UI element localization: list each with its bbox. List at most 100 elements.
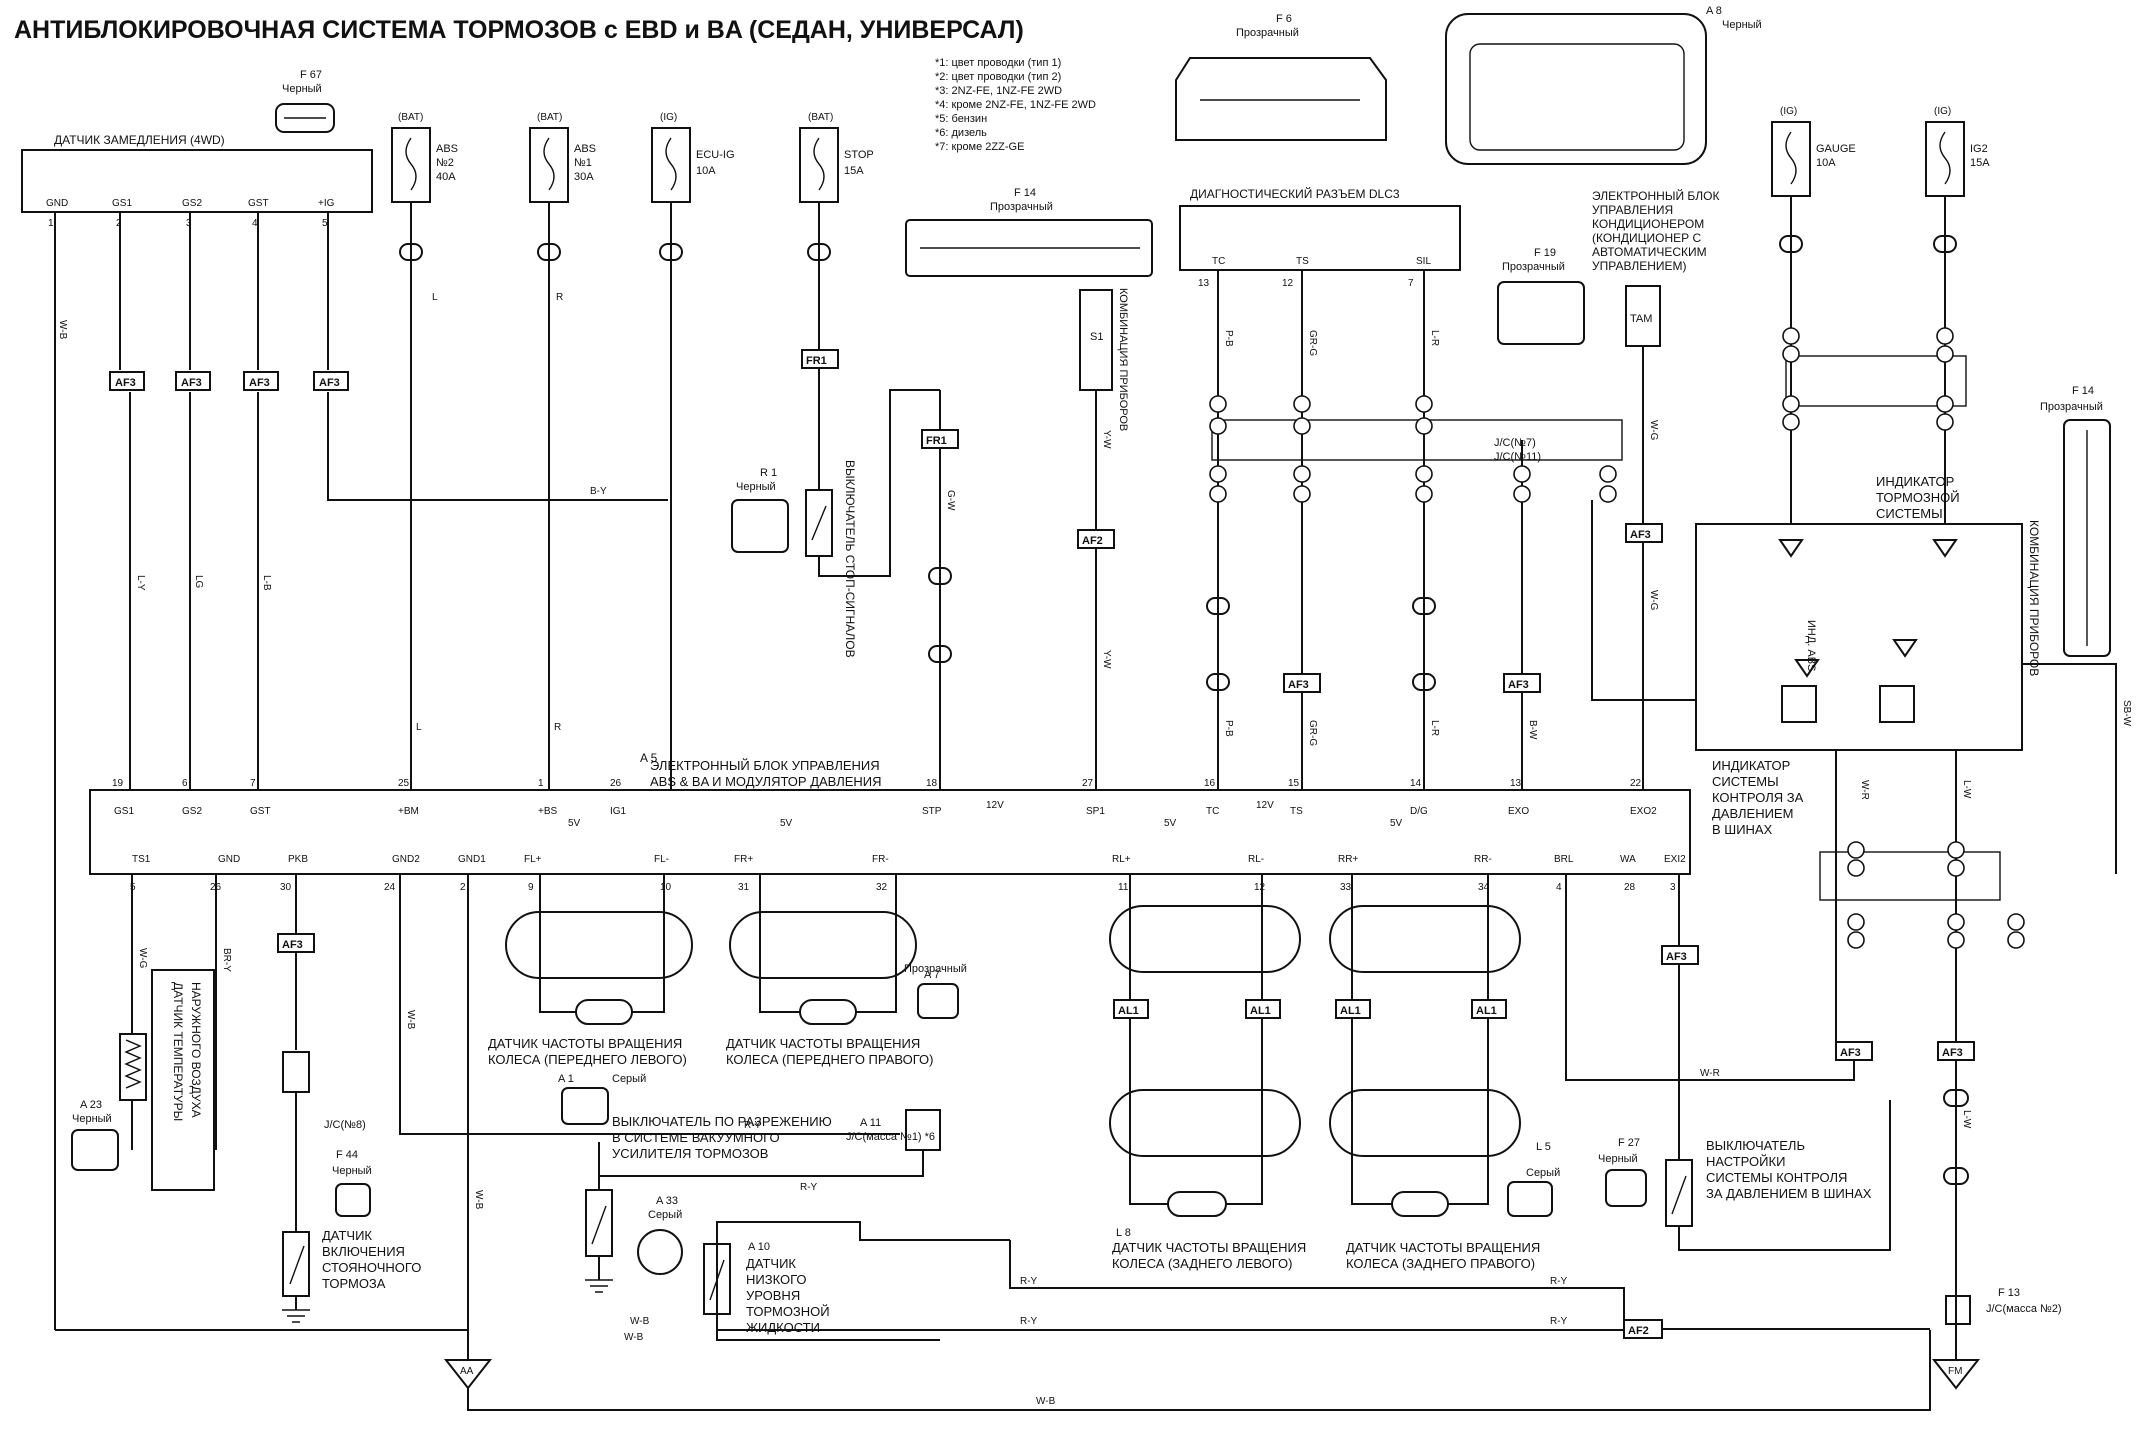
ecu-pin: RL- — [1248, 854, 1264, 865]
tam-pin: TAM — [1630, 313, 1652, 325]
fuse-name: ABS — [436, 143, 458, 155]
abs-led-icon — [1794, 659, 1820, 678]
fluid-label: ДАТЧИК — [746, 1256, 796, 1271]
parking-label: ТОРМОЗА — [322, 1276, 386, 1291]
fuse-line2: №1 — [574, 157, 592, 169]
fuse-name: STOP — [844, 149, 874, 161]
ecu-pin-num: 12 — [1254, 882, 1266, 893]
tire-indicator-label: КОНТРОЛЯ ЗА — [1712, 790, 1804, 805]
fuse-rating: 10A — [1816, 157, 1836, 169]
af3-label: AF3 — [115, 377, 136, 389]
vacuum-switch: ВЫКЛЮЧАТЕЛЬ ПО РАЗРЕЖЕНИЮ В СИСТЕМЕ ВАКУ… — [585, 1114, 832, 1293]
ecu-pin-num: 34 — [1478, 882, 1490, 893]
af3-label: AF3 — [282, 939, 303, 951]
fuse-ecu-ig: (IG) ECU-IG 10A — [651, 112, 735, 790]
tire-switch-label: ЗА ДАВЛЕНИЕМ В ШИНАХ — [1706, 1186, 1872, 1201]
fr1-label: FR1 — [806, 355, 827, 367]
fuse-rating: 30A — [574, 171, 594, 183]
rl-sensor-label: ДАТЧИК ЧАСТОТЫ ВРАЩЕНИЯ — [1112, 1240, 1306, 1255]
tire-indicator-label: В ШИНАХ — [1712, 822, 1773, 837]
ecu-pin: BRL — [1554, 854, 1574, 865]
brake-indicator-label: СИСТЕМЫ — [1876, 506, 1943, 521]
tire-indicator-label: СИСТЕМЫ — [1712, 774, 1779, 789]
ecu-pin-num: 6 — [182, 778, 188, 789]
ecu-pin: GND1 — [458, 854, 486, 865]
f19-id: F 19 — [1534, 247, 1556, 259]
ecu-pin-num: 28 — [1624, 882, 1636, 893]
fuse-rating: 15A — [1970, 157, 1990, 169]
ecu-pin-num: 1 — [538, 778, 544, 789]
note-7: *7: кроме 2ZZ-GE — [935, 141, 1024, 153]
ac-ecu-label: АВТОМАТИЧЕСКИМ — [1592, 245, 1707, 259]
dlc3-label: ДИАГНОСТИЧЕСКИЙ РАЗЪЕМ DLC3 — [1190, 186, 1400, 201]
fuse-line2: №2 — [436, 157, 454, 169]
fuse-supply: (BAT) — [398, 112, 423, 123]
ecu-pin-num: 24 — [384, 882, 396, 893]
decel-connector-icon — [275, 103, 335, 133]
wire-label: W-B — [1036, 1396, 1056, 1407]
decel-pin-gnd: GND — [46, 198, 68, 209]
wire-label: L — [416, 722, 422, 733]
wire-label: L-R — [1429, 720, 1440, 736]
stop-switch-label: ВЫКЛЮЧАТЕЛЬ СТОП-СИГНАЛОВ — [843, 460, 857, 658]
af3-label: AF3 — [319, 377, 340, 389]
wire-label: GR-G — [1307, 330, 1318, 356]
rl-conn-id: L 8 — [1116, 1227, 1131, 1239]
wire-label: R-Y — [744, 1120, 762, 1131]
decel-pin-ig: +IG — [318, 198, 335, 209]
ecu-pin-num: 26 — [610, 778, 622, 789]
dlc3-pin: TS — [1296, 256, 1309, 267]
combo-meter-s1: S1 КОМБИНАЦИЯ ПРИБОРОВ AF2 Y-W Y-W — [1077, 288, 1129, 790]
f14-color: Прозрачный — [990, 201, 1053, 213]
rr-sensor-label: КОЛЕСА (ЗАДНЕГО ПРАВОГО) — [1346, 1256, 1535, 1271]
fr-sensor-label: КОЛЕСА (ПЕРЕДНЕГО ПРАВОГО) — [726, 1052, 933, 1067]
wire-label: W-B — [57, 320, 68, 340]
rl-sensor-label: КОЛЕСА (ЗАДНЕГО ЛЕВОГО) — [1112, 1256, 1292, 1271]
temp-conn-id: A 23 — [80, 1099, 102, 1111]
fuse-supply: (BAT) — [808, 112, 833, 123]
af3-label: AF3 — [1508, 679, 1529, 691]
af3-label: AF3 — [249, 377, 270, 389]
wire-label: R-Y — [1020, 1276, 1038, 1287]
note-4: *4: кроме 2NZ-FE, 1NZ-FE 2WD — [935, 99, 1096, 111]
wire-label: W-G — [1648, 590, 1659, 611]
decel-conn-color: Черный — [282, 83, 322, 95]
wire-label: B-Y — [590, 486, 607, 497]
wire-label: L-B — [261, 575, 272, 591]
rr-connector-icon — [1507, 1181, 1553, 1217]
fuse-ig2: (IG) IG2 15A — [1925, 106, 1990, 197]
ecu-pin: TS — [1290, 806, 1303, 817]
wire-label: R — [556, 292, 563, 303]
ecu-pin: FR- — [872, 854, 889, 865]
wire-label: R-Y — [1020, 1316, 1038, 1327]
wire-label: R — [554, 722, 561, 733]
wire-label: W-B — [630, 1316, 650, 1327]
fl-sensor-coil — [575, 999, 633, 1025]
ecu-pin: RL+ — [1112, 854, 1131, 865]
ecu-pin: FL+ — [524, 854, 542, 865]
stop-switch: FR1 R 1 Черный ВЫКЛЮЧАТЕЛЬ СТОП-СИГНАЛОВ — [731, 349, 940, 658]
wire-label: L — [432, 292, 438, 303]
fuse-abs1: (BAT) ABS №1 30A — [529, 112, 596, 790]
f14r-id: F 14 — [2072, 385, 2094, 397]
rr-sensor-coil — [1391, 1191, 1449, 1217]
note-1: *1: цвет проводки (тип 1) — [935, 57, 1061, 69]
dlc3-pin: SIL — [1416, 256, 1431, 267]
ecu-pin-num: 2 — [460, 882, 466, 893]
ecu-pin: IG1 — [610, 806, 627, 817]
a8-connector: A 8 Черный — [1445, 5, 1762, 165]
abs-ecu-top-pins: GS1 GS2 GST +BM +BS IG1 STP SP1 TC TS D/… — [112, 778, 1657, 817]
voltage-label: 5V — [1390, 818, 1403, 829]
vacuum-connector-icon — [637, 1229, 683, 1275]
ecu-pin-num: 32 — [876, 882, 888, 893]
tire-led-icon — [1892, 639, 1918, 658]
decel-conn-id: F 67 — [300, 69, 322, 81]
wire-label: L-R — [1429, 330, 1440, 346]
parking-conn-color: Черный — [332, 1165, 372, 1177]
ground-wires: AA W-B W-B W-B W-B — [55, 874, 1931, 1411]
decel-wires: W-B L-Y LG L-B B-Y — [54, 212, 668, 1330]
fr-sensor-label: ДАТЧИК ЧАСТОТЫ ВРАЩЕНИЯ — [726, 1036, 920, 1051]
notes-list: *1: цвет проводки (тип 1) *2: цвет прово… — [935, 57, 1096, 153]
stp-line: FR1 G-W — [921, 390, 959, 790]
